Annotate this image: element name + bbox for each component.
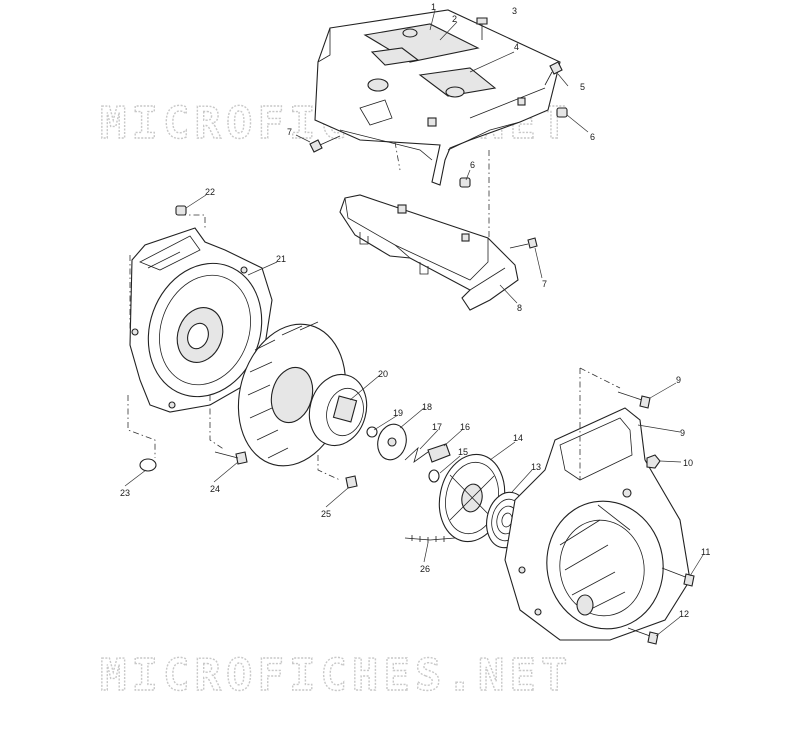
callout-25: 25	[321, 509, 331, 519]
callout-24: 24	[210, 484, 220, 494]
flywheel-hub	[308, 373, 368, 447]
nut-11	[646, 454, 661, 469]
bolt-5	[544, 61, 563, 86]
lower-duct	[339, 194, 519, 311]
plug-22	[175, 205, 187, 216]
starter-rope-26	[404, 535, 456, 543]
bolt-7-right	[509, 237, 538, 249]
bolt-9-bottom	[627, 627, 659, 645]
plug-23	[139, 458, 157, 472]
callout-11: 10	[683, 458, 693, 468]
callout-23: 23	[120, 488, 130, 498]
callout-13: 13	[531, 462, 541, 472]
callout-17: 17	[432, 422, 442, 432]
callout-12: 11	[701, 547, 710, 557]
callout-4: 4	[514, 42, 519, 52]
callout-5: 5	[580, 82, 585, 92]
callout-9-top: 9	[676, 375, 681, 385]
bolt-7-left	[309, 135, 341, 153]
callout-7-right: 7	[542, 279, 547, 289]
spring-17	[404, 446, 429, 463]
callout-1: 1	[431, 2, 436, 12]
callout-16: 16	[460, 422, 470, 432]
callout-15: 15	[458, 447, 468, 457]
bolt-12	[661, 567, 695, 587]
callout-14: 14	[513, 433, 523, 443]
callout-20: 20	[378, 369, 388, 379]
recoil-housing-10	[504, 407, 691, 641]
callout-26: 26	[420, 564, 430, 574]
bolt-9-top	[617, 391, 651, 409]
bolt-24	[214, 451, 248, 465]
bolt-25	[345, 475, 358, 489]
callout-22: 22	[205, 187, 215, 197]
callout-6-right: 6	[590, 132, 595, 142]
pawl-16	[427, 443, 451, 463]
callout-7-left: 7	[287, 127, 292, 137]
assembly-lines	[127, 141, 621, 481]
callouts: 1 2 3 4 5 6 6 7 7 8 9 9 10 11 12 13 14 1…	[120, 2, 710, 619]
clip-6-right	[556, 107, 568, 118]
callout-3: 3	[512, 6, 517, 16]
callout-19: 19	[393, 408, 403, 418]
drive-plate-18	[377, 423, 407, 461]
leader-lines	[124, 9, 704, 637]
callout-18: 18	[422, 402, 432, 412]
callout-9-bottom: 12	[679, 609, 689, 619]
washer-15	[428, 469, 440, 483]
fan-housing-plate	[129, 227, 273, 413]
top-shroud-cover	[314, 9, 561, 186]
callout-21: 21	[276, 254, 286, 264]
callout-8: 8	[517, 303, 522, 313]
clip-6-lower	[459, 177, 471, 188]
callout-6-lower: 6	[470, 160, 475, 170]
washer-19	[366, 426, 378, 438]
callout-2: 2	[452, 14, 457, 24]
watermark-bottom: MICROFICHES.NET	[100, 650, 572, 701]
callout-10: 9	[680, 428, 685, 438]
bolt-3	[476, 17, 488, 40]
